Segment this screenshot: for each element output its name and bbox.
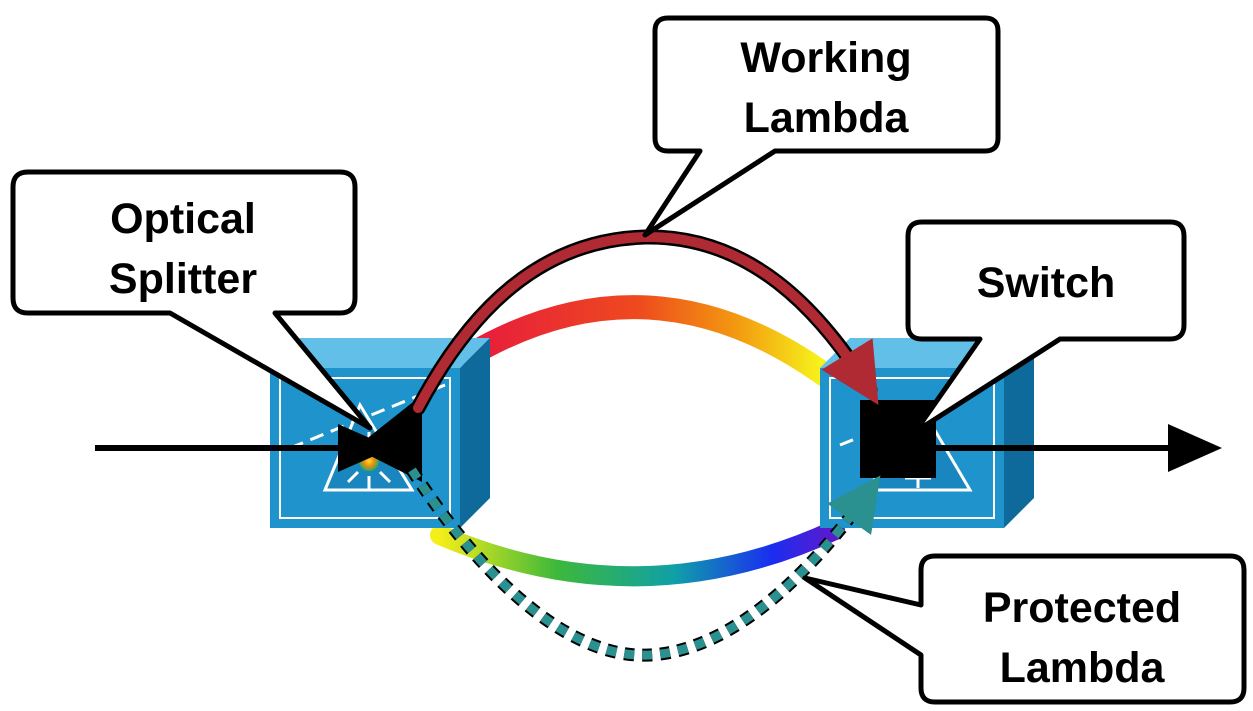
working-callout-line1: Working xyxy=(740,34,911,82)
lower-rainbow-lambda xyxy=(430,520,845,587)
switch-callout-line1: Switch xyxy=(977,259,1116,307)
splitter-callout-line1: Optical xyxy=(110,195,256,243)
protected-lambda-callout: Protected Lambda xyxy=(802,553,1247,705)
working-callout-line2: Lambda xyxy=(744,94,910,142)
switch-square xyxy=(860,400,936,478)
working-lambda-callout: Working Lambda xyxy=(642,15,1001,238)
upper-rainbow-lambda xyxy=(458,295,837,387)
protected-callout-line1: Protected xyxy=(983,584,1181,632)
splitter-triangle xyxy=(355,395,422,482)
protected-callout-line2: Lambda xyxy=(1000,644,1166,692)
splitter-callout-line2: Splitter xyxy=(109,255,257,303)
switch-callout: Switch xyxy=(905,219,1187,435)
optical-splitter-callout: Optical Splitter xyxy=(10,169,373,431)
